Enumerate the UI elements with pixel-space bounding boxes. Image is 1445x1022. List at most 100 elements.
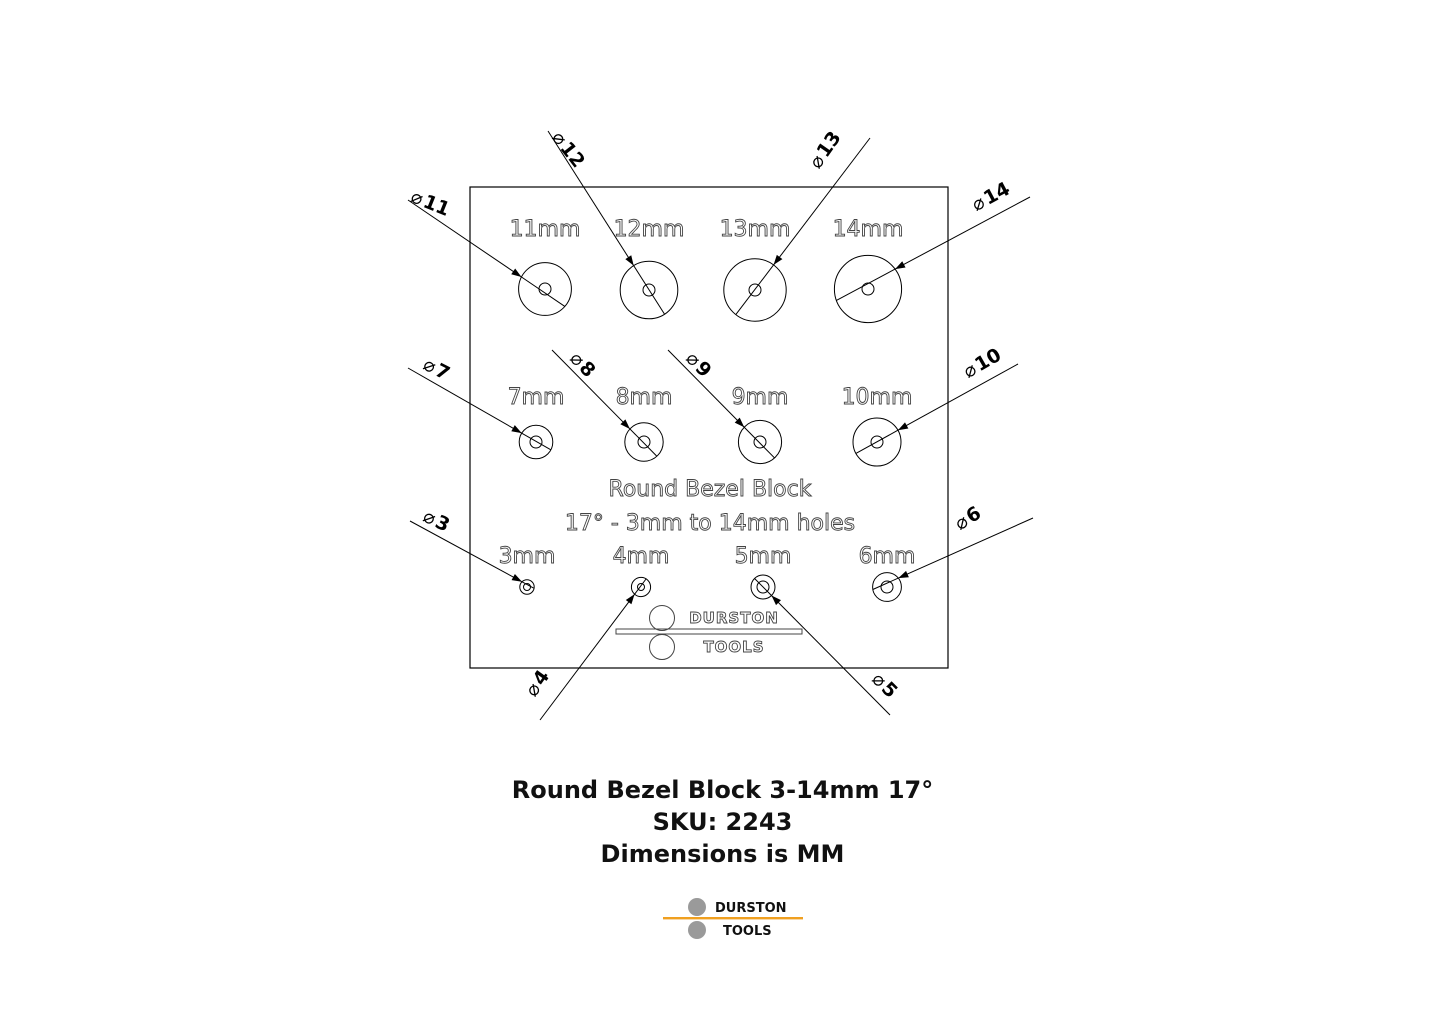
leader-line-14 xyxy=(894,196,1031,270)
leader-line-5 xyxy=(771,595,891,716)
diameter-line-14 xyxy=(836,268,896,301)
dimension-label-7: ⌀7 xyxy=(420,353,454,385)
hole-label-3mm: 3mm xyxy=(499,544,556,569)
dimension-label-14: ⌀14 xyxy=(968,178,1014,216)
dimension-callouts: ⌀11⌀12⌀13⌀14⌀7⌀8⌀9⌀10⌀3⌀4⌀5⌀6 xyxy=(407,127,1034,721)
brand-circle-top xyxy=(688,898,706,916)
brand-accent-bar xyxy=(663,917,803,920)
technical-drawing: 11mm 12mm 13mm 14mm 7mm 8mm 9mm 10mm 3mm 4mm 5mm 6m… xyxy=(407,127,1034,721)
hole-label-5mm: 5mm xyxy=(735,544,792,569)
diameter-line-4 xyxy=(634,578,647,595)
diameter-line-3 xyxy=(521,581,535,589)
hole-11mm-outer xyxy=(518,262,572,316)
hole-label-4mm: 4mm xyxy=(613,544,670,569)
diameter-line-5 xyxy=(754,578,772,596)
dimension-text-3: ⌀3 xyxy=(420,505,454,536)
logo-text-top: DURSTON xyxy=(689,609,779,627)
caption-units: Dimensions is MM xyxy=(600,840,845,868)
diameter-line-13 xyxy=(735,264,774,315)
hole-label-9mm: 9mm xyxy=(732,385,789,410)
hole-label-12mm: 12mm xyxy=(614,217,685,242)
brand-text-top: DURSTON xyxy=(715,901,787,916)
hole-label-10mm: 10mm xyxy=(842,385,913,410)
caption-sku: SKU: 2243 xyxy=(652,808,793,836)
block-title-line1: Round Bezel Block xyxy=(609,477,812,502)
dimension-label-3: ⌀3 xyxy=(420,505,454,536)
hole-5mm-outer xyxy=(750,574,776,600)
diameter-line-12 xyxy=(633,265,666,315)
engraved-logo: DURSTON TOOLS xyxy=(615,605,803,660)
dimension-label-8: ⌀8 xyxy=(565,347,599,381)
dimension-text-7: ⌀7 xyxy=(420,353,454,385)
caption-title: Round Bezel Block 3-14mm 17° xyxy=(511,776,934,804)
dimension-text-8: ⌀8 xyxy=(565,347,599,381)
logo-bar xyxy=(615,628,803,635)
hole-label-7mm: 7mm xyxy=(508,385,565,410)
leader-line-9 xyxy=(667,349,745,428)
hole-12mm-outer xyxy=(619,260,679,320)
dimension-label-9: ⌀9 xyxy=(681,347,715,381)
leader-line-6 xyxy=(898,517,1034,579)
hole-8mm-inner xyxy=(637,435,651,449)
holes-layer: 11mm 12mm 13mm 14mm 7mm 8mm 9mm 10mm 3mm 4mm 5mm 6m… xyxy=(498,217,916,602)
dimension-text-6: ⌀6 xyxy=(951,502,985,535)
hole-14mm-inner xyxy=(861,282,875,296)
hole-4mm-outer xyxy=(630,576,652,598)
dimension-label-13: ⌀13 xyxy=(805,127,846,172)
hole-3mm-inner xyxy=(523,583,531,591)
leader-line-11 xyxy=(407,199,522,278)
dimension-label-10: ⌀10 xyxy=(960,344,1006,383)
logo-text-bottom: TOOLS xyxy=(703,638,764,656)
diameter-line-6 xyxy=(872,577,899,590)
hole-12mm-inner xyxy=(642,283,656,297)
bezel-block-outline xyxy=(469,186,949,669)
leader-line-3 xyxy=(409,520,523,583)
brand-circle-bottom xyxy=(688,921,706,939)
diameter-line-9 xyxy=(743,426,775,459)
diameter-line-11 xyxy=(521,276,566,307)
dimension-text-9: ⌀9 xyxy=(681,347,715,381)
hole-7mm-outer xyxy=(518,424,554,460)
block-title-line2: 17° - 3mm to 14mm holes xyxy=(565,511,855,536)
hole-10mm-outer xyxy=(852,417,902,467)
brand-text-bottom: TOOLS xyxy=(723,924,772,939)
hole-6mm-inner xyxy=(880,580,894,594)
dimension-label-6: ⌀6 xyxy=(951,502,985,535)
hole-label-14mm: 14mm xyxy=(833,217,904,242)
dimension-text-13: ⌀13 xyxy=(805,127,846,172)
hole-13mm-inner xyxy=(748,283,762,297)
hole-8mm-outer xyxy=(624,422,664,462)
hole-3mm-outer xyxy=(519,579,535,595)
dimension-text-10: ⌀10 xyxy=(960,344,1006,383)
diameter-line-8 xyxy=(629,428,658,457)
leader-line-7 xyxy=(407,367,522,434)
hole-9mm-outer xyxy=(737,419,783,465)
hole-label-6mm: 6mm xyxy=(859,544,916,569)
leader-line-13 xyxy=(773,137,871,266)
hole-9mm-inner xyxy=(753,435,767,449)
leader-line-10 xyxy=(897,363,1019,431)
hole-14mm-outer xyxy=(833,254,903,324)
dimension-text-12: ⌀12 xyxy=(547,127,589,172)
diameter-line-7 xyxy=(521,432,552,451)
hole-13mm-outer xyxy=(723,258,787,322)
hole-6mm-outer xyxy=(872,572,902,602)
logo-circle-bottom xyxy=(649,634,675,660)
hole-label-13mm: 13mm xyxy=(720,217,791,242)
hole-7mm-inner xyxy=(529,435,543,449)
dimension-text-14: ⌀14 xyxy=(968,178,1014,216)
logo-circle-top xyxy=(649,605,675,631)
leader-line-8 xyxy=(551,349,631,430)
leader-line-4 xyxy=(539,593,636,721)
dimension-text-4: ⌀4 xyxy=(521,666,554,700)
dimension-label-12: ⌀12 xyxy=(547,127,589,172)
hole-label-8mm: 8mm xyxy=(616,385,673,410)
hole-5mm-inner xyxy=(756,580,770,594)
diameter-line-10 xyxy=(855,429,899,454)
durston-tools-logo: DURSTON TOOLS xyxy=(663,898,803,939)
hole-label-11mm: 11mm xyxy=(510,217,581,242)
leader-line-12 xyxy=(547,130,635,266)
dimension-label-4: ⌀4 xyxy=(521,666,554,700)
hole-10mm-inner xyxy=(870,435,884,449)
